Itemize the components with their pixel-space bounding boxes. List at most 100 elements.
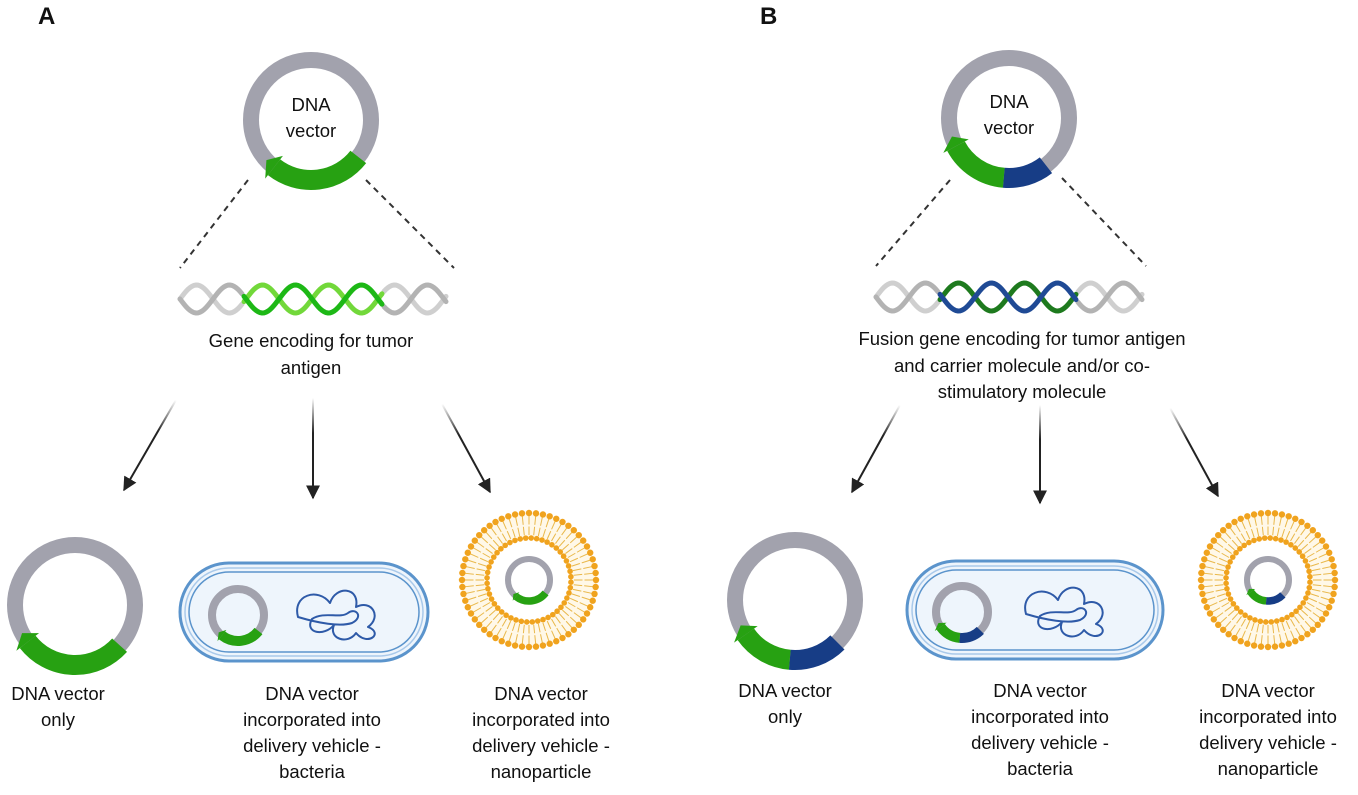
lipid-head	[1289, 612, 1295, 618]
panel-a-dna-vector: DNA vector	[251, 60, 371, 180]
lipid-head	[1326, 550, 1332, 556]
panel-b-gene-caption-line-2: and carrier molecule and/or co-	[894, 355, 1150, 376]
lipid-head	[1298, 519, 1304, 525]
lipid-head	[505, 641, 511, 647]
panel-a-gene-caption: Gene encoding for tumor antigen	[209, 330, 414, 378]
lipid-head	[584, 543, 590, 549]
lipid-head	[559, 519, 565, 525]
lipid-head	[1284, 615, 1290, 621]
lipid-head	[472, 537, 478, 543]
lipid-head	[1265, 644, 1271, 650]
lipid-head	[1273, 536, 1279, 542]
lipid-head	[1238, 516, 1244, 522]
lipid-head	[1306, 568, 1312, 574]
lipid-head	[592, 570, 598, 576]
lipid-head	[465, 550, 471, 556]
zoom-line-right	[1062, 178, 1146, 266]
lipid-head	[1241, 543, 1247, 549]
lipid-head	[535, 618, 541, 624]
lipid-head	[1330, 563, 1336, 569]
lipid-head	[540, 617, 546, 623]
outcome-label-line: DNA vector	[738, 680, 832, 701]
lipid-head	[1304, 523, 1310, 529]
antigen-gene-segment	[746, 634, 790, 659]
outcome-label-line: DNA vector	[11, 683, 105, 704]
outcome-label-line: only	[41, 709, 76, 730]
outcome-label-line: incorporated into	[971, 706, 1109, 727]
lipid-head	[1204, 604, 1210, 610]
lipid-head	[561, 553, 567, 559]
outcome-label: DNA vector only	[738, 680, 832, 727]
lipid-head	[587, 604, 593, 610]
lipid-head	[1198, 570, 1204, 576]
lipid-head	[1226, 591, 1232, 597]
lipid-head	[526, 644, 532, 650]
lipid-head	[1247, 615, 1253, 621]
outcome-label-line: DNA vector	[494, 683, 588, 704]
lipid-head	[547, 513, 553, 519]
panel-b-outcome-vector-only: DNA vector only	[734, 540, 855, 727]
lipid-head	[1310, 627, 1316, 633]
outcome-label-line: incorporated into	[472, 709, 610, 730]
lipid-head	[1199, 591, 1205, 597]
panel-b-gene-caption-line-1: Fusion gene encoding for tumor antigen	[858, 328, 1185, 349]
lipid-head	[1268, 619, 1274, 625]
lipid-head	[487, 591, 493, 597]
lipid-head	[592, 584, 598, 590]
outcome-label: DNA vector only	[11, 683, 105, 730]
lipid-head	[1244, 641, 1250, 647]
fusion-gene-helix-icon	[876, 283, 1142, 311]
lipid-head	[1304, 631, 1310, 637]
lipid-head	[1251, 642, 1257, 648]
plasmid-icon	[15, 545, 135, 665]
antigen-gene-segment	[28, 642, 120, 665]
lipid-head	[505, 513, 511, 519]
lipid-head	[1231, 635, 1237, 641]
bacterium-icon	[180, 563, 428, 661]
lipid-head	[553, 516, 559, 522]
lipid-head	[1300, 553, 1306, 559]
lipid-head	[566, 563, 572, 569]
lipid-head	[1279, 642, 1285, 648]
lipid-head	[1315, 532, 1321, 538]
lipid-head	[462, 598, 468, 604]
outcome-label-line: delivery vehicle -	[472, 735, 610, 756]
lipid-head	[528, 535, 534, 541]
lipid-head	[584, 610, 590, 616]
lipid-head	[576, 532, 582, 538]
outcome-label-line: delivery vehicle -	[971, 732, 1109, 753]
lipid-head	[565, 523, 571, 529]
lipid-head	[571, 627, 577, 633]
panel-a-gene-caption-line-2: antigen	[281, 357, 342, 378]
nanoparticle-icon	[1198, 510, 1338, 650]
lipid-head	[465, 604, 471, 610]
lipid-head	[534, 536, 540, 542]
lipid-head	[1201, 556, 1207, 562]
lipid-head	[1331, 584, 1337, 590]
lipid-head	[472, 616, 478, 622]
lipid-head	[1231, 601, 1237, 607]
lipid-head	[502, 543, 508, 549]
lipid-head	[524, 619, 530, 625]
outcome-label-line: only	[768, 706, 803, 727]
lipid-head	[1204, 550, 1210, 556]
lipid-head	[1246, 540, 1252, 546]
lipid-head	[568, 579, 574, 585]
arrow-to-vector-only	[852, 405, 900, 492]
nanoparticle-icon	[459, 510, 599, 650]
outcome-label-line: bacteria	[279, 761, 346, 782]
outcome-label-line: DNA vector	[1221, 680, 1315, 701]
lipid-head	[519, 510, 525, 516]
panel-b-vector-label-line-1: DNA	[989, 91, 1029, 112]
outcome-label: DNA vector incorporated into delivery vehi…	[472, 683, 610, 782]
lipid-head	[1211, 616, 1217, 622]
lipid-head	[476, 622, 482, 628]
lipid-head	[568, 574, 574, 580]
lipid-head	[1238, 638, 1244, 644]
lipid-head	[1330, 591, 1336, 597]
panel-a: A DNA vector Gene encoding for tumor ant…	[11, 3, 610, 782]
lipid-head	[1310, 527, 1316, 533]
